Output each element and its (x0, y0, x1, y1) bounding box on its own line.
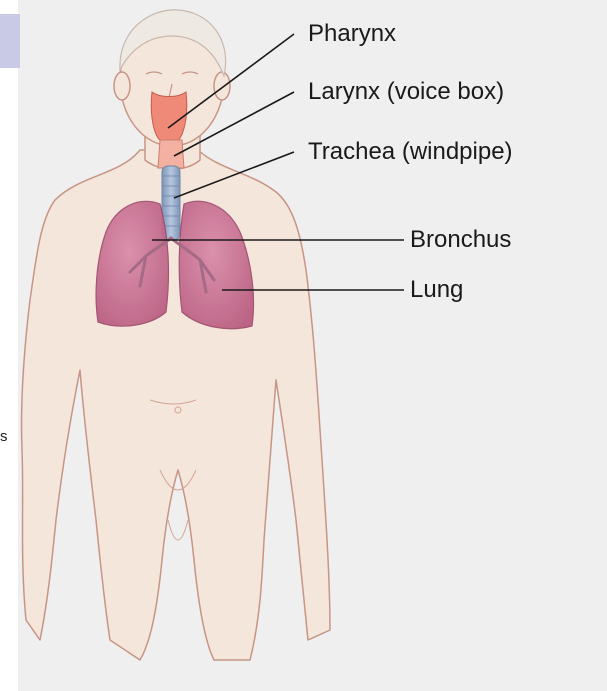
label-larynx: Larynx (voice box) (308, 78, 504, 106)
label-lung: Lung (410, 276, 463, 304)
label-pharynx: Pharynx (308, 20, 396, 48)
larynx-shape (158, 140, 184, 168)
label-trachea: Trachea (windpipe) (308, 138, 513, 166)
label-bronchus: Bronchus (410, 226, 511, 254)
